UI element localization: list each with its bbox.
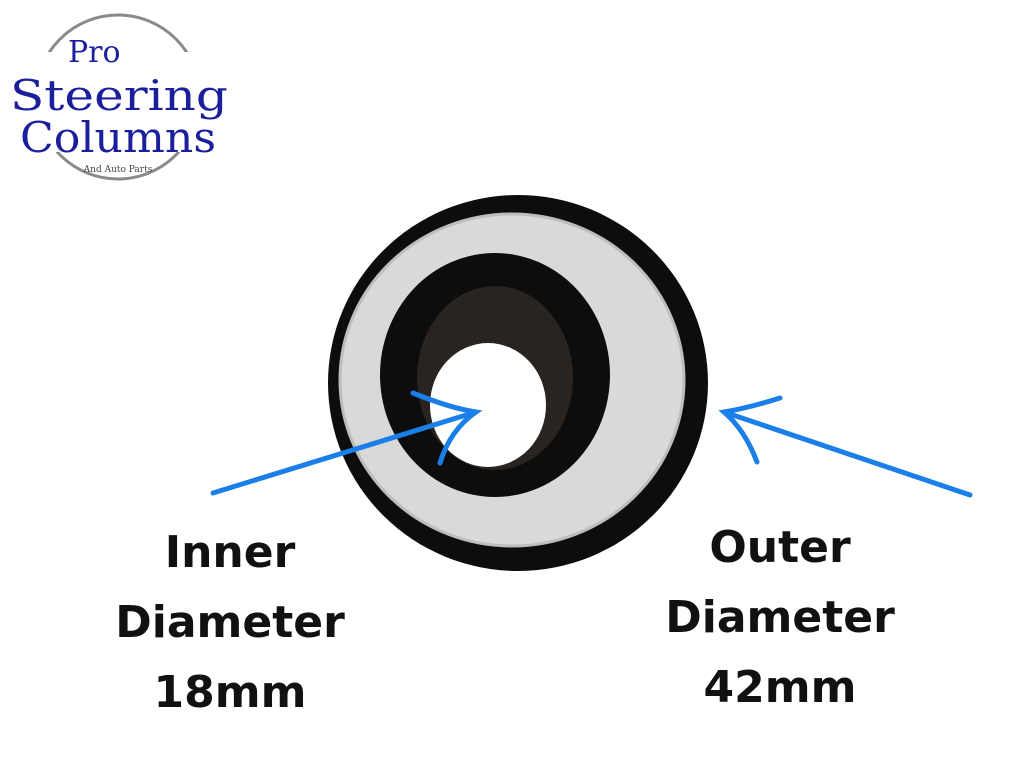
outer-diameter-label: Outer Diameter 42mm [620,513,940,723]
outer-diameter-value: 42mm [703,662,857,713]
logo: Pro Steering Columns And Auto Parts [5,13,230,181]
inner-label-line1: Inner [164,527,296,578]
inner-arrow [210,390,483,496]
inner-diameter-label: Inner Diameter 18mm [70,518,390,728]
outer-arrow [718,395,973,498]
inner-diameter-value: 18mm [153,667,307,718]
logo-pro: Pro [68,35,121,70]
outer-label-line1: Outer [709,522,851,573]
logo-steering: Steering [10,71,228,120]
bearing [328,195,708,571]
logo-columns: Columns [20,113,216,162]
outer-label-line2: Diameter [665,592,895,643]
logo-tagline: And Auto Parts [83,165,153,175]
bore-hole [430,343,546,467]
inner-label-line2: Diameter [115,597,345,648]
